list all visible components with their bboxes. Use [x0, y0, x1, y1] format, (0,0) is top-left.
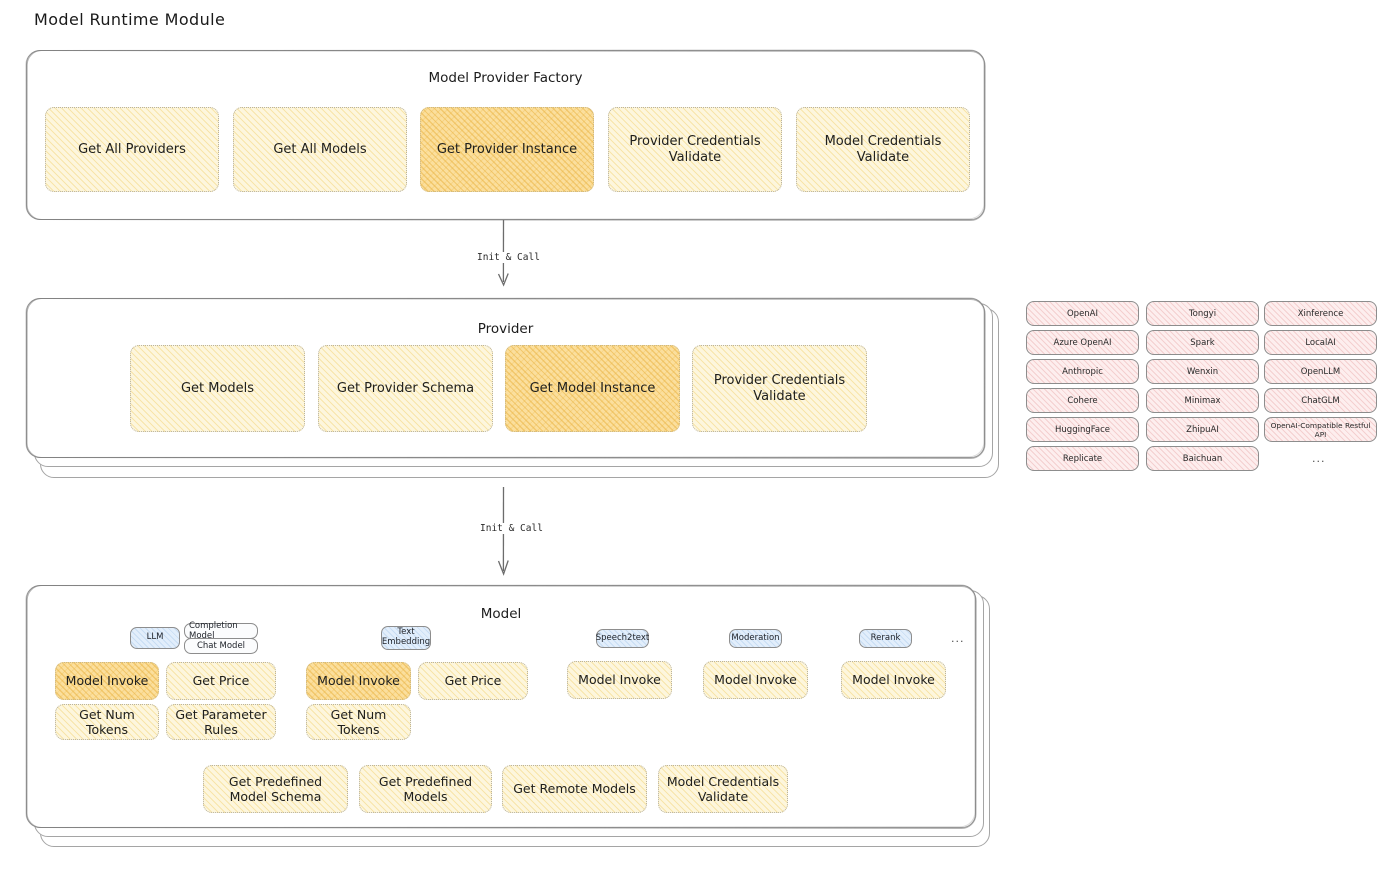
provider-list-more: ... — [1312, 452, 1326, 465]
provider-chip-zhipuai[interactable]: ZhipuAI — [1146, 417, 1259, 442]
provider-chip-openai-compatible-restful-api[interactable]: OpenAI-Compatible Restful API — [1264, 417, 1377, 442]
provider-chip-huggingface[interactable]: HuggingFace — [1026, 417, 1139, 442]
provider-chip-baichuan[interactable]: Baichuan — [1146, 446, 1259, 471]
arrow-label-init-call-1: Init & Call — [474, 252, 543, 263]
model-types-more: ... — [951, 632, 965, 645]
box-get-predefined-models[interactable]: Get Predefined Models — [359, 765, 492, 813]
panel-title-model: Model — [480, 606, 522, 622]
provider-chip-xinference[interactable]: Xinference — [1264, 301, 1377, 326]
box-get-model-instance[interactable]: Get Model Instance — [505, 345, 680, 432]
box-model-credentials-validate-2[interactable]: Model Credentials Validate — [658, 765, 788, 813]
provider-chip-chatglm[interactable]: ChatGLM — [1264, 388, 1377, 413]
box-speech2text-model-invoke[interactable]: Model Invoke — [567, 661, 672, 699]
box-provider-credentials-validate[interactable]: Provider Credentials Validate — [608, 107, 782, 192]
panel-title-provider: Provider — [477, 321, 534, 337]
box-model-credentials-validate[interactable]: Model Credentials Validate — [796, 107, 970, 192]
model-type-chip-llm[interactable]: LLM — [130, 627, 180, 649]
arrow-label-init-call-2: Init & Call — [477, 523, 546, 534]
provider-chip-spark[interactable]: Spark — [1146, 330, 1259, 355]
model-subtype-chip-chat-model[interactable]: Chat Model — [184, 638, 258, 654]
provider-chip-anthropic[interactable]: Anthropic — [1026, 359, 1139, 384]
provider-chip-tongyi[interactable]: Tongyi — [1146, 301, 1259, 326]
model-type-chip-speech2text[interactable]: Speech2text — [596, 629, 649, 648]
provider-chip-localai[interactable]: LocalAI — [1264, 330, 1377, 355]
arrow-icon — [497, 219, 509, 287]
box-moderation-model-invoke[interactable]: Model Invoke — [703, 661, 808, 699]
arrow-icon — [497, 486, 509, 576]
box-get-models[interactable]: Get Models — [130, 345, 305, 432]
box-llm-get-num-tokens[interactable]: Get Num Tokens — [55, 704, 159, 740]
provider-chip-openllm[interactable]: OpenLLM — [1264, 359, 1377, 384]
page-title: Model Runtime Module — [34, 10, 226, 29]
box-text-embedding-get-num-tokens[interactable]: Get Num Tokens — [306, 704, 411, 740]
provider-chip-replicate[interactable]: Replicate — [1026, 446, 1139, 471]
box-llm-get-parameter-rules[interactable]: Get Parameter Rules — [166, 704, 276, 740]
box-get-all-models[interactable]: Get All Models — [233, 107, 407, 192]
provider-chip-wenxin[interactable]: Wenxin — [1146, 359, 1259, 384]
provider-chip-openai[interactable]: OpenAI — [1026, 301, 1139, 326]
box-llm-model-invoke[interactable]: Model Invoke — [55, 662, 159, 700]
box-text-embedding-model-invoke[interactable]: Model Invoke — [306, 662, 411, 700]
panel-title-model-provider-factory: Model Provider Factory — [428, 70, 583, 86]
box-get-predefined-model-schema[interactable]: Get Predefined Model Schema — [203, 765, 348, 813]
provider-chip-minimax[interactable]: Minimax — [1146, 388, 1259, 413]
arrow-provider-to-model — [470, 486, 540, 583]
provider-chip-cohere[interactable]: Cohere — [1026, 388, 1139, 413]
model-subtype-chip-completion-model[interactable]: Completion Model — [184, 621, 258, 641]
box-rerank-model-invoke[interactable]: Model Invoke — [841, 661, 946, 699]
box-get-remote-models[interactable]: Get Remote Models — [502, 765, 647, 813]
box-get-provider-instance[interactable]: Get Provider Instance — [420, 107, 594, 192]
arrow-factory-to-provider — [470, 219, 540, 300]
model-type-chip-text-embedding[interactable]: Text Embedding — [381, 626, 431, 650]
box-provider-credentials-validate-2[interactable]: Provider Credentials Validate — [692, 345, 867, 432]
box-get-all-providers[interactable]: Get All Providers — [45, 107, 219, 192]
box-llm-get-price[interactable]: Get Price — [166, 662, 276, 700]
box-text-embedding-get-price[interactable]: Get Price — [418, 662, 528, 700]
provider-chip-azure-openai[interactable]: Azure OpenAI — [1026, 330, 1139, 355]
model-type-chip-rerank[interactable]: Rerank — [859, 629, 912, 648]
box-get-provider-schema[interactable]: Get Provider Schema — [318, 345, 493, 432]
model-type-chip-moderation[interactable]: Moderation — [729, 629, 782, 648]
